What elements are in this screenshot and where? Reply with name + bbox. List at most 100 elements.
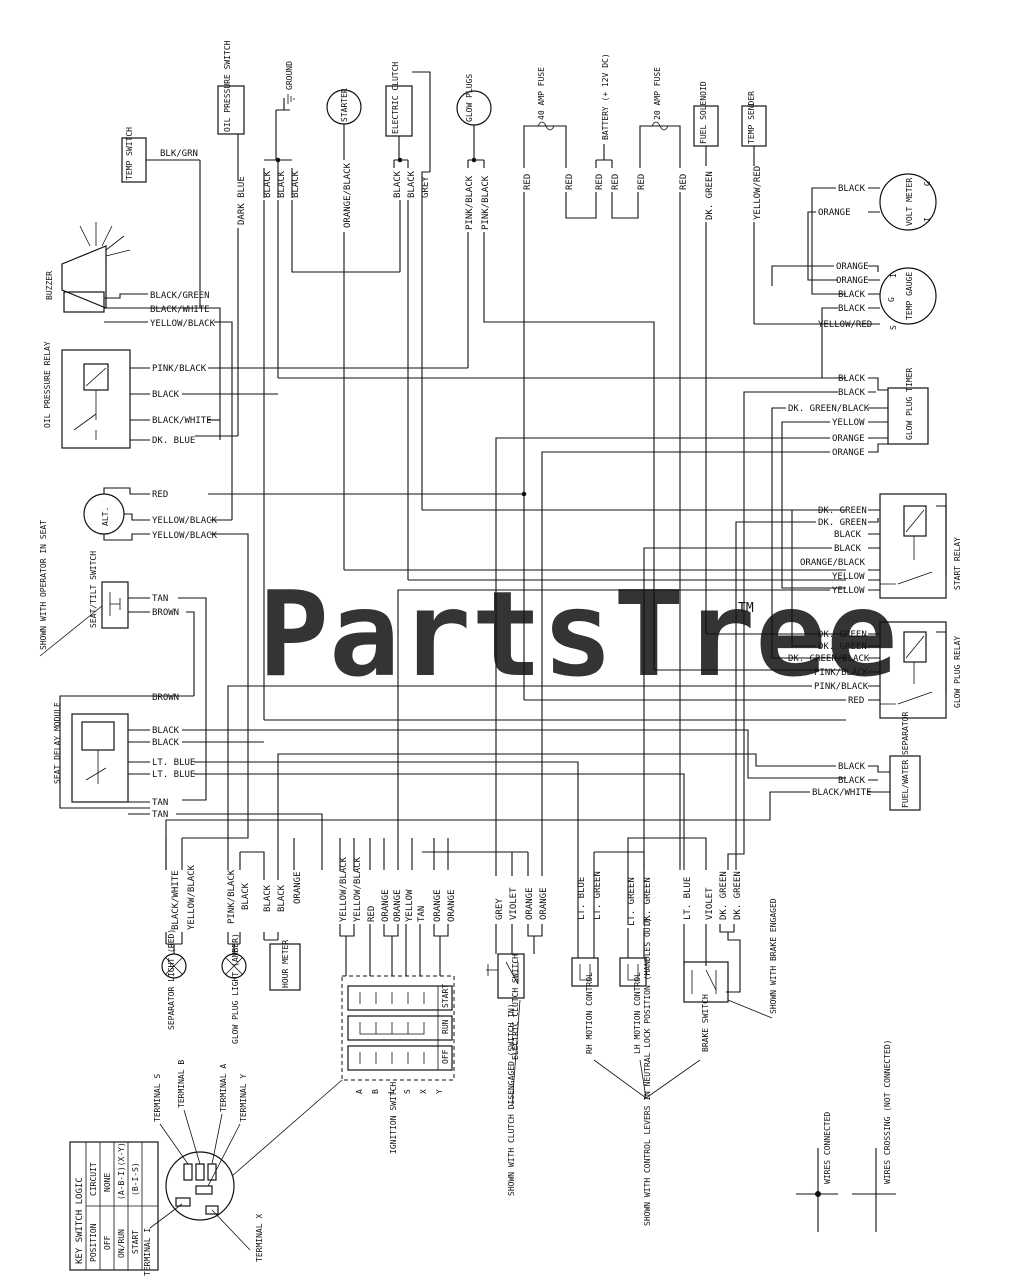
- seat-switch-contacts: [109, 592, 121, 616]
- temp-gauge-s: S: [889, 325, 898, 330]
- seat-switch-leads: [128, 597, 150, 613]
- wire-blk-grn: [146, 159, 201, 309]
- wire-red-battery-2: [611, 192, 639, 219]
- wire-dk-green-glow: [791, 509, 816, 647]
- wire-label-red-5: RED: [637, 174, 647, 190]
- glow-plug-timer-box: [887, 387, 929, 445]
- brake-switch-box: [683, 961, 729, 1003]
- rh-motion-control-label: RH MOTION CONTROL: [585, 972, 594, 1054]
- wire-label-grey-2: GREY: [495, 898, 505, 920]
- ignition-terminal-b: B: [371, 1089, 380, 1094]
- wire-label-orange-8: ORANGE: [393, 889, 403, 922]
- fuse-20-bracket: [639, 125, 681, 132]
- wire-black-glow-timer: [277, 200, 846, 379]
- wire-label-yellow-red-2: YELLOW/RED: [818, 320, 872, 330]
- key-logic-header-circuit: CIRCUIT: [89, 1162, 98, 1196]
- separator-light-label: SEPARATOR LIGHT (RED): [167, 929, 176, 1030]
- shown-brake-label: SHOWN WITH BRAKE ENGAGED: [769, 898, 778, 1014]
- wire-yellow-red: [753, 146, 868, 325]
- wire-label-black-14: BLACK: [834, 530, 862, 540]
- wire-dk-green-black-timer: [771, 407, 846, 659]
- ignition-terminal-l: L: [387, 1089, 396, 1094]
- lh-motion-contacts: [627, 964, 639, 981]
- start-relay-coil: [903, 505, 927, 537]
- hour-meter-box: [269, 943, 301, 991]
- wire-label-red-alt: RED: [152, 490, 168, 500]
- key-terminal-s-label: TERMINAL S: [153, 1074, 162, 1122]
- key-logic-header-position: POSITION: [89, 1223, 98, 1262]
- glow-relay-contacts: [880, 635, 933, 705]
- wire-label-black-11: BLACK: [838, 304, 866, 314]
- key-logic-pos-start: START: [131, 1230, 140, 1254]
- wire-label-yellow-black: YELLOW/BLACK: [150, 319, 216, 329]
- shown-levers-label: SHOWN WITH CONTROL LEVERS IN NEUTRAL LOC…: [643, 918, 652, 1226]
- temp-gauge-circle: [879, 267, 937, 325]
- wire-label-brown-2: BROWN: [152, 693, 179, 703]
- rh-motion-switch-box: [571, 957, 599, 987]
- glow-plug-light-icon: [221, 953, 247, 979]
- wire-orange-gauge: [771, 265, 834, 286]
- wire-black-start: [643, 547, 832, 870]
- key-terminal-b-icon: [195, 1163, 205, 1181]
- seat-delay-module-label: SEAT DELAY MODULE: [53, 702, 62, 784]
- wire-label-black-18: BLACK: [241, 882, 251, 910]
- wire-black-clutch: [407, 200, 846, 581]
- note-pointers: [511, 999, 701, 1107]
- wire-label-black-5: BLACK: [407, 170, 417, 198]
- glow-timer-leads: [868, 377, 888, 453]
- wire-black-clutch-ground: [291, 200, 401, 273]
- glow-plug-relay-label: GLOW PLUG RELAY: [953, 636, 962, 708]
- wire-label-pink-black-1: PINK/BLACK: [465, 175, 475, 230]
- wire-label-black-8: BLACK: [152, 738, 180, 748]
- wire-label-tan-4: TAN: [417, 906, 427, 922]
- wire-label-black-white-2: BLACK/WHITE: [152, 416, 212, 426]
- wire-label-black-7: BLACK: [152, 726, 180, 736]
- ignition-terminal-y: Y: [435, 1089, 444, 1094]
- lamp-icon: [165, 957, 183, 975]
- wire-label-dk-green-7: DK. GREEN: [733, 871, 743, 920]
- wire-label-grey: GREY: [421, 176, 431, 198]
- wire-lt-blue-delay-1: [194, 761, 579, 870]
- volt-meter-circle: [879, 173, 937, 231]
- rh-motion-leads: [577, 851, 644, 924]
- wire-label-lt-blue-1: LT. BLUE: [152, 758, 195, 768]
- wire-label-black-15: BLACK: [834, 544, 862, 554]
- wire-lt-green-lh: [627, 837, 707, 870]
- alternator-leads: [103, 487, 150, 541]
- fuel-water-separator-label: FUEL/WATER SEPARATOR: [901, 711, 910, 808]
- hour-meter-label: HOUR METER: [281, 940, 290, 988]
- wire-label-yellow-3: YELLOW: [832, 586, 865, 596]
- oil-pressure-switch-box: [217, 85, 245, 135]
- wire-orange-volt: [807, 211, 838, 281]
- wire-label-black-12: BLACK: [838, 374, 866, 384]
- wire-label-black-20: BLACK: [277, 884, 287, 912]
- buzzer-sound-icon: [79, 222, 131, 257]
- temp-gauge-g: G: [887, 297, 896, 302]
- wire-label-dk-green: DK. GREEN: [705, 171, 715, 220]
- start-relay-leads: [868, 505, 947, 591]
- wire-label-red-2: RED: [565, 174, 575, 190]
- ignition-terminal-x: X: [419, 1089, 428, 1094]
- wire-label-lt-blue-3: LT. BLUE: [577, 877, 587, 920]
- temp-gauge-leads: [868, 265, 880, 325]
- wire-label-orange-10: ORANGE: [447, 889, 457, 922]
- wire-label-black-16: BLACK: [838, 762, 866, 772]
- wire-label-red-glow: RED: [848, 696, 864, 706]
- oil-pressure-switch-label: OIL PRESSURE SWITCH: [223, 40, 232, 132]
- wire-label-yellow-black-5: YELLOW/BLACK: [339, 856, 349, 922]
- wire-label-lt-blue-4: LT. BLUE: [683, 877, 693, 920]
- wire-pink-black-glow-light: [227, 685, 812, 838]
- wire-label-dk-green-black-1: DK. GREEN/BLACK: [788, 404, 870, 414]
- wire-label-dk-blue: DK. BLUE: [152, 436, 195, 446]
- fuel-water-separator-box: [889, 755, 921, 811]
- wire-label-yellow-4: YELLOW: [405, 889, 415, 922]
- wire-label-orange-6: ORANGE: [293, 871, 303, 904]
- wire-label-pink-black-2: PINK/BLACK: [481, 175, 491, 230]
- wire-label-orange-black-2: ORANGE/BLACK: [800, 558, 866, 568]
- fuse-40-label: 40 AMP FUSE: [537, 67, 546, 120]
- shown-operator-label: SHOWN WITH OPERATOR IN SEAT: [39, 520, 48, 650]
- wire-orange-timer-2: [541, 451, 830, 870]
- fuse-20-leads: [639, 132, 681, 168]
- glow-plug-timer-label: GLOW PLUG TIMER: [905, 368, 914, 440]
- wire-label-yellow-black-3: YELLOW/BLACK: [152, 531, 218, 541]
